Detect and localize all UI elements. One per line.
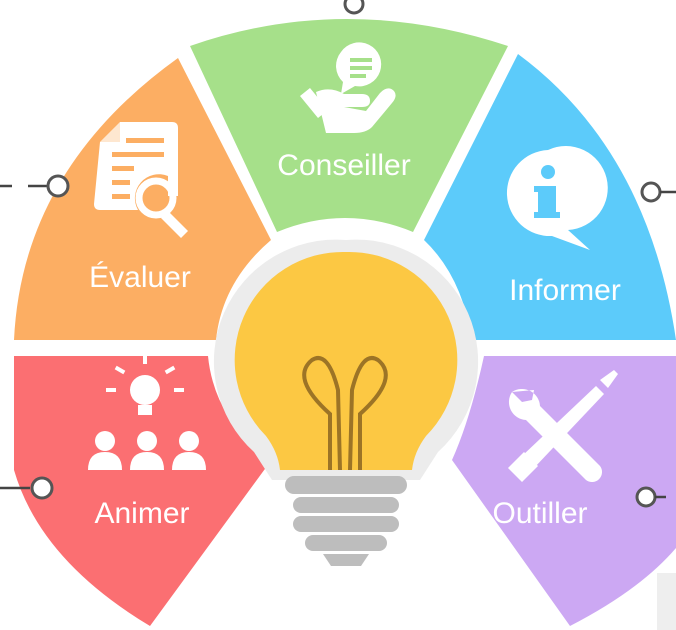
connector-outiller [635, 486, 666, 508]
label-informer: Informer [509, 274, 621, 307]
label-animer: Animer [94, 497, 189, 530]
segment-animer [14, 356, 270, 626]
idea-team-icon [88, 352, 206, 470]
connector-animer [0, 476, 54, 500]
hand-chat-icon [300, 42, 396, 133]
label-outiller: Outiller [492, 497, 587, 530]
segment-outiller [452, 356, 676, 626]
corner-box [657, 573, 676, 630]
label-evaluer: Évaluer [89, 261, 191, 294]
label-conseiller: Conseiller [277, 149, 410, 182]
connector-informer [640, 181, 676, 203]
light-bulb-icon [213, 239, 479, 566]
info-bubble-icon [506, 146, 608, 250]
tools-icon [508, 370, 618, 482]
document-search-icon [94, 122, 188, 238]
connector-evaluer [0, 174, 70, 198]
connector-top [343, 0, 365, 15]
